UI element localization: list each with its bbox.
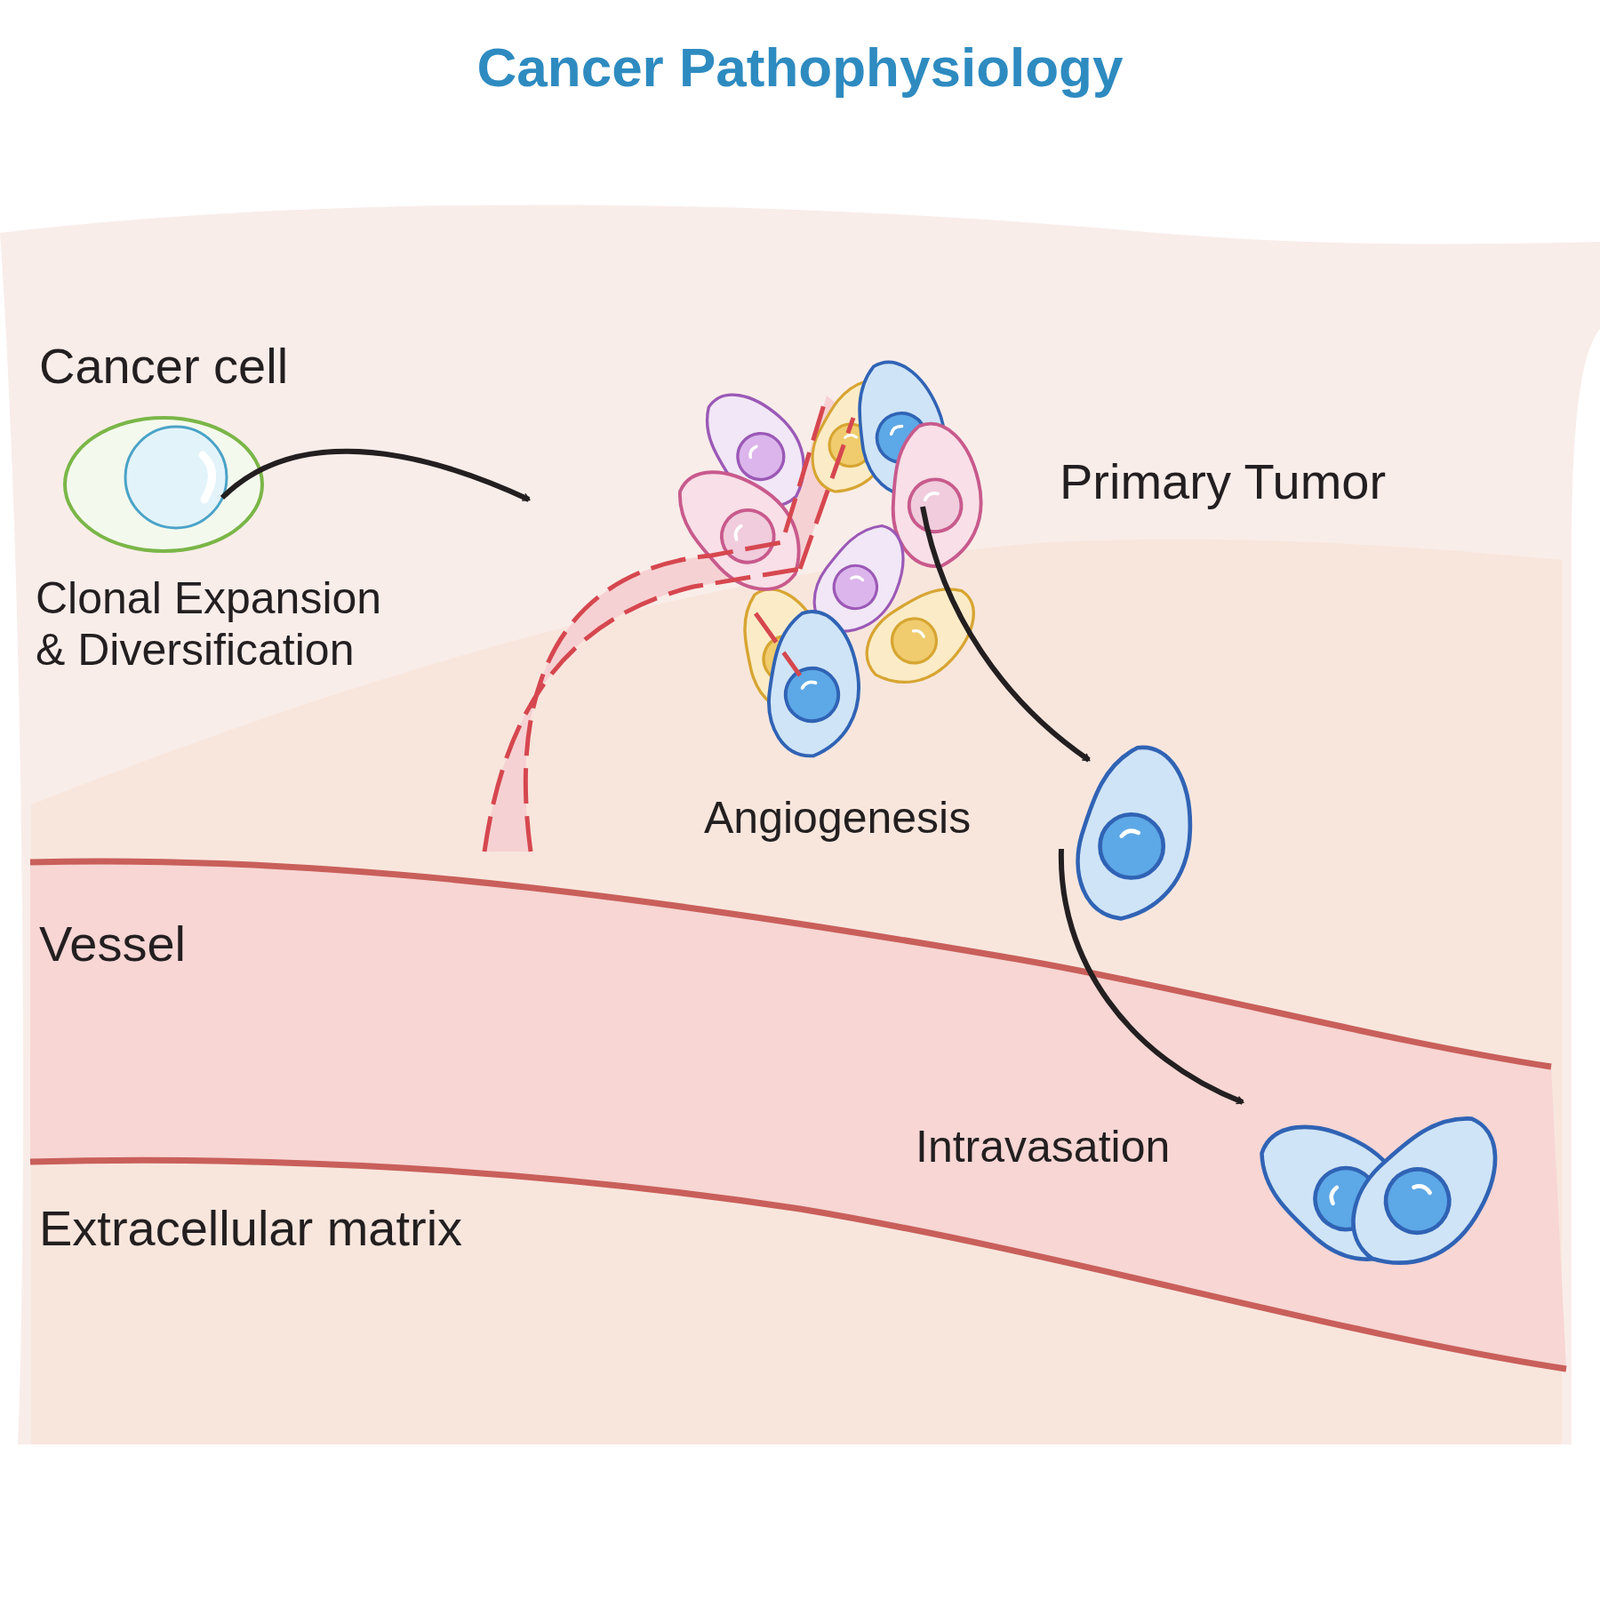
stage-label: Intravasation — [915, 1121, 1170, 1174]
migration-arrow — [922, 506, 1089, 760]
expansion-arrow — [222, 451, 529, 500]
migrating-cell — [1078, 747, 1191, 920]
cell-label: Cancer cell — [39, 337, 288, 395]
intravasated-cell — [1335, 1088, 1519, 1294]
stage-label: Angiogenesis — [704, 792, 971, 845]
nucleus-highlight — [202, 455, 213, 500]
vessel-lumen — [30, 861, 1567, 1369]
cancer-cell — [64, 417, 263, 552]
tissue-ground — [0, 204, 1600, 1445]
region-label: Extracellular matrix — [39, 1200, 463, 1257]
cell-nucleus — [125, 426, 227, 528]
region-label: Vessel — [39, 915, 186, 973]
tumor-label: Primary Tumor — [1059, 453, 1386, 511]
vessel-dashes — [484, 395, 854, 852]
stage-label: Clonal Expansion & Diversification — [35, 573, 409, 676]
intravasation-arrow — [1061, 848, 1243, 1103]
vessel-wall — [30, 861, 1552, 1067]
diagram-title: Cancer Pathophysiology — [0, 35, 1600, 99]
